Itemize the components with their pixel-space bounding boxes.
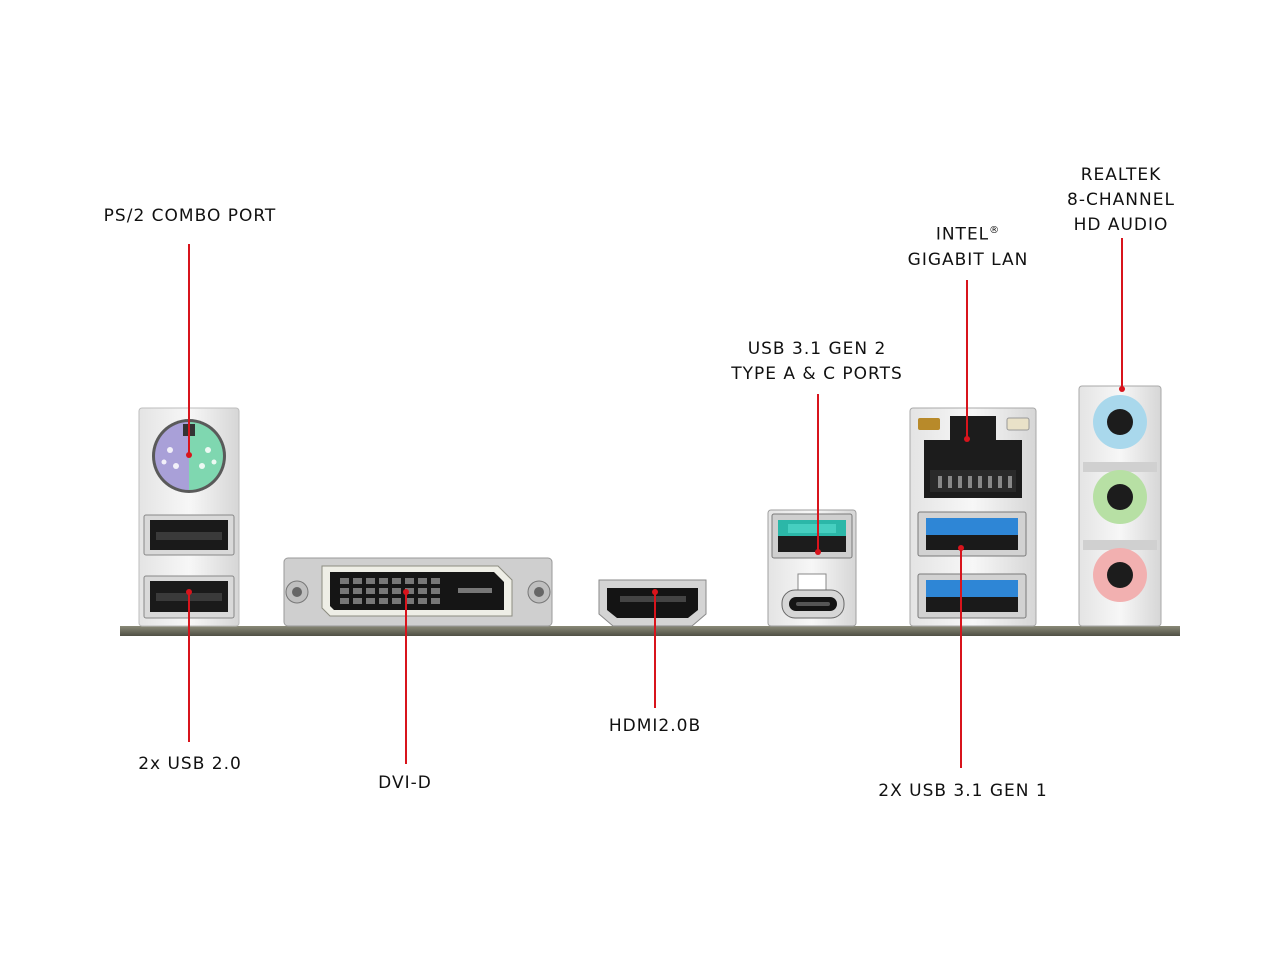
usb20-label: 2x USB 2.0 [90, 752, 290, 777]
usb20-leader-dot [186, 589, 192, 595]
usb31gen1-label-text: 2X USB 3.1 GEN 1 [878, 781, 1048, 801]
lan-leader-dot [964, 436, 970, 442]
ps2-label: PS/2 COMBO PORT [90, 204, 290, 229]
audio-leader-dot [1119, 386, 1125, 392]
ps2-leader [188, 244, 190, 456]
lan-label-line2: GIGABIT LAN [907, 249, 1029, 270]
usb31gen2-stack [767, 509, 857, 627]
audio-label-line1: REALTEK [1080, 165, 1162, 185]
usb31gen1-leader [960, 548, 962, 768]
lan-label-line1: INTEL® [868, 218, 1068, 248]
audio-leader [1121, 238, 1123, 390]
ps2-label-text: PS/2 COMBO PORT [103, 206, 277, 226]
dvi-leader [405, 592, 407, 764]
hdmi-label: HDMI2.0B [585, 714, 725, 739]
usb31gen1-label: 2X USB 3.1 GEN 1 [853, 779, 1073, 804]
audio-label-line3: HD AUDIO [1073, 215, 1169, 235]
dvi-label: DVI-D [345, 771, 465, 796]
usb31gen2-label-line2: TYPE A & C PORTS [731, 364, 903, 384]
usb31gen2-leader-dot [815, 549, 821, 555]
lan-leader [966, 280, 968, 440]
usb20-leader [188, 592, 190, 742]
hdmi-label-text: HDMI2.0B [608, 716, 702, 736]
lan-usb31gen1-stack [909, 407, 1037, 627]
hdmi-leader-dot [652, 589, 658, 595]
pcb-edge [120, 626, 1180, 636]
usb31gen2-label: USB 3.1 GEN 2 TYPE A & C PORTS [707, 337, 927, 387]
dvi-label-text: DVI-D [378, 773, 432, 793]
lan-label-registered: ® [989, 225, 1001, 236]
audio-label-line2: 8-CHANNEL [1067, 190, 1175, 210]
audio-label: REALTEK 8-CHANNEL HD AUDIO [1041, 163, 1201, 238]
dvi-connector [283, 557, 553, 627]
lan-label: INTEL® GIGABIT LAN [868, 218, 1068, 273]
lan-label-brand: INTEL [935, 224, 990, 245]
usb31gen1-leader-dot [958, 545, 964, 551]
usb31gen2-label-line1: USB 3.1 GEN 2 [747, 339, 887, 359]
ps2-leader-dot [186, 452, 192, 458]
hdmi-leader [654, 592, 656, 708]
hdmi-connector [598, 579, 707, 627]
audio-jack-stack [1078, 385, 1162, 627]
usb31gen2-leader [817, 394, 819, 552]
usb20-label-text: 2x USB 2.0 [138, 754, 242, 774]
dvi-leader-dot [403, 589, 409, 595]
